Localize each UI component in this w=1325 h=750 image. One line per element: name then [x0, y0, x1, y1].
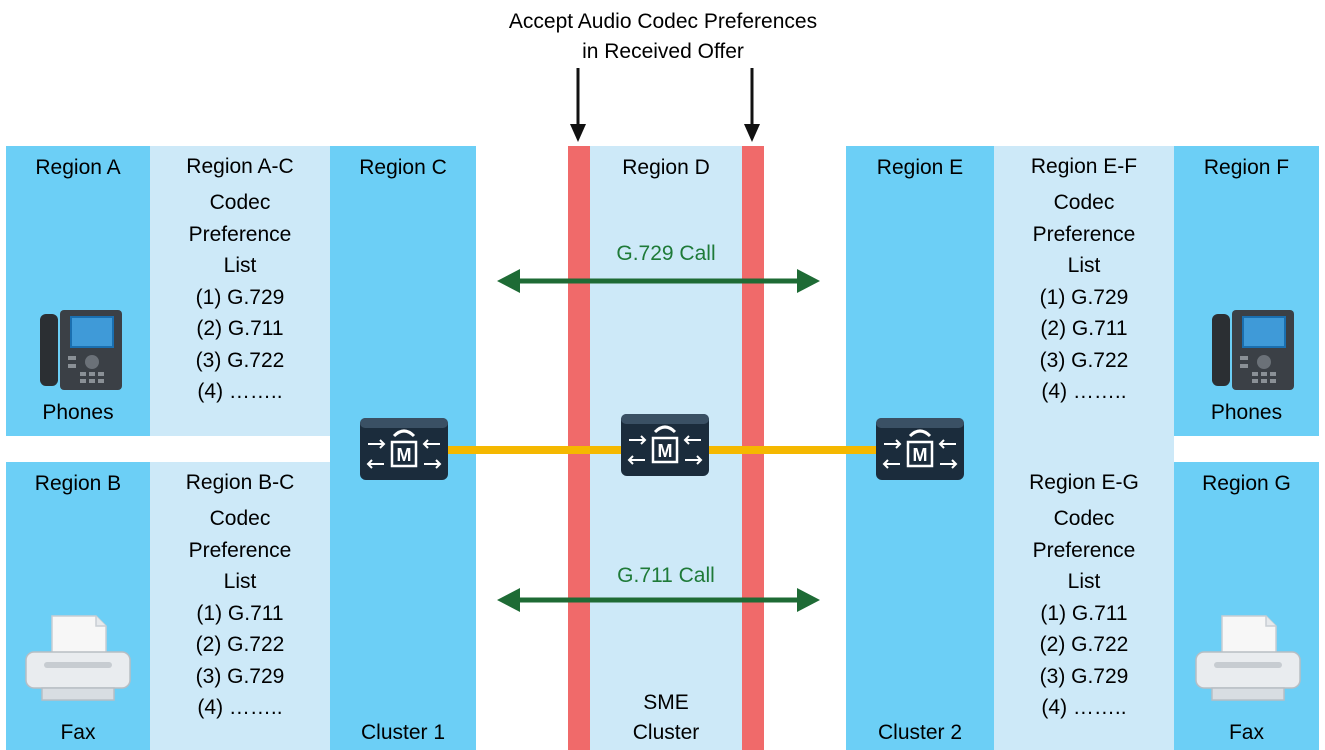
pref-bc-l4: List	[223, 570, 257, 593]
pref-eg-l3: Preference	[1032, 538, 1136, 562]
pref-ac-item: (1) G.729	[195, 285, 285, 309]
cluster-1-label: Cluster 1	[360, 721, 446, 744]
g711-call-arrow	[497, 588, 820, 612]
fax-g-label: Fax	[1228, 721, 1264, 744]
region-a-title: Region A	[35, 156, 121, 179]
pref-eg-l4: List	[1067, 570, 1101, 593]
pref-ef-title: Region E-F	[1030, 155, 1138, 178]
region-c-title: Region C	[359, 156, 447, 179]
region-e-title: Region E	[876, 156, 964, 179]
pref-eg-item: (1) G.711	[1040, 601, 1128, 625]
pref-ef-item: (2) G.711	[1040, 317, 1128, 340]
header-line2: in Received Offer	[582, 40, 744, 63]
ip-phone-icon	[40, 310, 122, 390]
region-b: Region B Fax	[6, 462, 150, 750]
pref-ef-item: (3) G.722	[1039, 348, 1129, 372]
region-bc-pref-list: Region B-C Codec Preference List (1) G.7…	[150, 462, 330, 750]
region-ac-pref-list: Region A-C Codec Preference List (1) G.7…	[150, 146, 330, 436]
pref-bc-item: (3) G.729	[195, 664, 285, 688]
pref-eg-item: (3) G.729	[1039, 664, 1129, 688]
sme-label-1: SME	[643, 691, 689, 714]
svg-text:M: M	[658, 441, 673, 461]
pref-bc-l3: Preference	[188, 538, 292, 562]
header-pointer-arrow-left	[570, 68, 586, 142]
region-g-title: Region G	[1202, 472, 1291, 495]
phones-f-label: Phones	[1210, 401, 1283, 424]
pref-eg-item: (4) ……..	[1041, 696, 1127, 719]
region-f-title: Region F	[1203, 156, 1290, 179]
pref-ac-l3: Preference	[188, 222, 292, 246]
pref-ac-l4: List	[223, 254, 257, 277]
fax-b-label: Fax	[60, 721, 96, 744]
region-ef-pref-list: Region E-F Codec Preference List (1) G.7…	[994, 146, 1174, 436]
fax-printer-icon	[25, 615, 131, 701]
pref-bc-item: (1) G.711	[196, 601, 284, 625]
pref-ef-l2: Codec	[1053, 191, 1115, 214]
region-d-title: Region D	[622, 156, 710, 179]
ip-phone-icon	[1212, 310, 1294, 390]
region-g: Region G Fax	[1174, 462, 1319, 750]
pref-ac-item: (3) G.722	[195, 348, 285, 372]
pref-bc-l2: Codec	[209, 507, 271, 530]
pref-ef-l3: Preference	[1032, 222, 1136, 246]
fax-printer-icon	[1195, 615, 1301, 701]
pref-ac-item: (2) G.711	[196, 317, 284, 340]
g729-call-label: G.729 Call	[616, 242, 716, 265]
pref-ef-l4: List	[1067, 254, 1101, 277]
pref-bc-item: (2) G.722	[195, 633, 285, 656]
g729-call-arrow	[497, 269, 820, 293]
pref-eg-l2: Codec	[1053, 507, 1115, 530]
pref-ac-item: (4) ……..	[197, 380, 283, 403]
header-pointer-arrow-right	[744, 68, 760, 142]
pref-bc-title: Region B-C	[185, 471, 295, 494]
region-b-title: Region B	[34, 472, 122, 495]
pref-ef-item: (4) ……..	[1041, 380, 1127, 403]
media-server-icon: M	[876, 418, 964, 480]
sme-label-2: Cluster	[632, 721, 700, 744]
pref-ef-item: (1) G.729	[1039, 285, 1129, 309]
pref-ac-l2: Codec	[209, 191, 271, 214]
pref-ac-title: Region A-C	[186, 155, 294, 178]
media-server-icon: M	[360, 418, 448, 480]
pref-bc-item: (4) ……..	[197, 696, 283, 719]
svg-text:M: M	[397, 445, 412, 465]
cluster-2-label: Cluster 2	[877, 721, 963, 744]
svg-text:M: M	[913, 445, 928, 465]
region-eg-pref-list: Region E-G Codec Preference List (1) G.7…	[994, 436, 1174, 750]
phones-a-label: Phones	[42, 401, 114, 424]
media-server-icon: M	[621, 414, 709, 476]
pref-eg-title: Region E-G	[1029, 471, 1139, 494]
pref-eg-item: (2) G.722	[1039, 633, 1129, 656]
g711-call-label: G.711 Call	[617, 564, 715, 587]
header-line1: Accept Audio Codec Preferences	[508, 10, 818, 33]
